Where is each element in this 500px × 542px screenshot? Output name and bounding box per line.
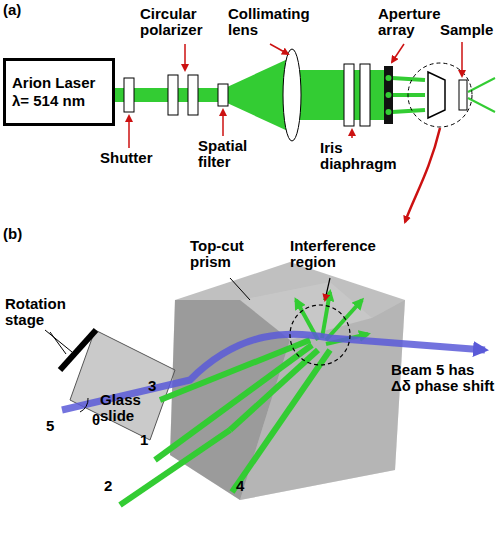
component-label: Shutter: [100, 150, 153, 166]
panel-label: (b): [3, 226, 22, 242]
component-label: Iris diaphragm: [320, 140, 400, 172]
panel-label: (a): [3, 2, 21, 18]
beam-number: 4: [236, 478, 244, 494]
component-label: Top-cut prism: [190, 238, 260, 270]
component-label: Glass slide: [100, 392, 150, 424]
node-text: λ= 514 nm: [12, 92, 85, 110]
node-text: Arion Laser: [12, 74, 95, 92]
component-label: Collimating lens: [228, 6, 318, 38]
component-label: Rotation stage: [5, 296, 85, 328]
laser-box: Arion Laserλ= 514 nm: [3, 58, 115, 126]
beam-number: 1: [140, 432, 148, 448]
beam-number: 5: [46, 418, 54, 434]
beam-number: 2: [104, 478, 112, 494]
beam-note: Beam 5 has Δδ phase shift: [391, 362, 497, 394]
component-label: Circular polarizer: [140, 6, 220, 38]
component-label: Aperture array: [378, 6, 448, 38]
component-label: Sample: [440, 22, 493, 38]
angle-label: θ: [92, 412, 100, 428]
beam-number: 3: [148, 378, 156, 394]
region-label: Interference region: [290, 238, 390, 270]
component-label: Spatial filter: [198, 138, 258, 170]
